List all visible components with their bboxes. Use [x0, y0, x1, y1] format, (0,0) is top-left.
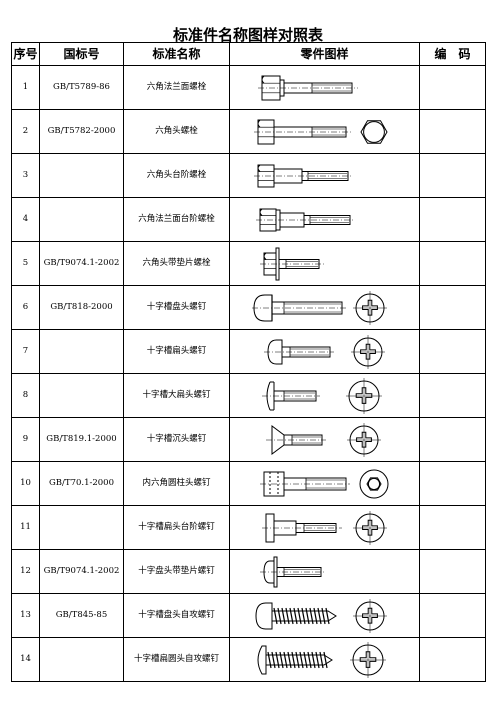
hex-washer-bolt-icon	[229, 241, 420, 286]
cell-std	[39, 637, 124, 682]
cell-std: GB/T9074.1-2002	[39, 241, 124, 286]
cell-name: 六角头台阶螺栓	[123, 153, 230, 198]
cell-no: 9	[11, 417, 40, 462]
cell-name: 十字槽扁圆头自攻螺钉	[123, 637, 230, 682]
cell-no: 2	[11, 109, 40, 154]
cell-no: 12	[11, 549, 40, 594]
table-row: 4 六角法兰面台阶螺栓	[11, 197, 486, 242]
cell-code	[419, 461, 486, 506]
cell-std: GB/T819.1-2000	[39, 417, 124, 462]
cell-std	[39, 329, 124, 374]
phillips-flat-head-screw-icon	[229, 329, 420, 374]
cell-std: GB/T818-2000	[39, 285, 124, 330]
phillips-pan-washer-screw-icon	[229, 549, 420, 594]
cell-code	[419, 109, 486, 154]
cell-no: 13	[11, 593, 40, 638]
hex-flange-bolt-icon	[229, 65, 420, 110]
cell-no: 5	[11, 241, 40, 286]
phillips-pan-tapping-screw-icon	[229, 593, 420, 638]
cell-name: 六角头带垫片螺栓	[123, 241, 230, 286]
cell-name: 十字槽盘头螺钉	[123, 285, 230, 330]
cell-std	[39, 153, 124, 198]
header-code: 编 码	[419, 42, 486, 66]
cell-no: 1	[11, 65, 40, 110]
cell-name: 十字槽扁头台阶螺钉	[123, 505, 230, 550]
phillips-pan-screw-icon	[229, 285, 420, 330]
cell-name: 十字槽大扁头螺钉	[123, 373, 230, 418]
cell-std	[39, 197, 124, 242]
cell-code	[419, 197, 486, 242]
cell-name: 十字槽盘头自攻螺钉	[123, 593, 230, 638]
cell-no: 3	[11, 153, 40, 198]
cell-name: 十字盘头带垫片螺钉	[123, 549, 230, 594]
cell-no: 4	[11, 197, 40, 242]
hex-socket-cap-screw-icon	[229, 461, 420, 506]
cell-std: GB/T9074.1-2002	[39, 549, 124, 594]
cell-no: 14	[11, 637, 40, 682]
table-row: 11 十字槽扁头台阶螺钉	[11, 505, 486, 550]
page-title: 标准件名称图样对照表	[172, 26, 323, 44]
cell-std: GB/T845-85	[39, 593, 124, 638]
cell-no: 7	[11, 329, 40, 374]
table-row: 3 六角头台阶螺栓	[11, 153, 486, 198]
cell-name: 内六角圆柱头螺钉	[123, 461, 230, 506]
cell-no: 10	[11, 461, 40, 506]
cell-std: GB/T70.1-2000	[39, 461, 124, 506]
header-std: 国标号	[39, 42, 124, 66]
cell-code	[419, 417, 486, 462]
table-row: 14 十字槽扁圆头自攻螺钉	[11, 637, 486, 682]
hex-flange-shoulder-bolt-icon	[229, 197, 420, 242]
phillips-flat-shoulder-screw-icon	[229, 505, 420, 550]
cell-name: 十字槽沉头螺钉	[123, 417, 230, 462]
cell-no: 11	[11, 505, 40, 550]
cell-code	[419, 285, 486, 330]
cell-code	[419, 505, 486, 550]
cell-name: 六角头螺栓	[123, 109, 230, 154]
cell-code	[419, 549, 486, 594]
hex-shoulder-bolt-icon	[229, 153, 420, 198]
header-name: 标准名称	[123, 42, 230, 66]
cell-code	[419, 241, 486, 286]
table-row: 7 十字槽扁头螺钉	[11, 329, 486, 374]
phillips-countersunk-screw-icon	[229, 417, 420, 462]
header-no: 序号	[11, 42, 40, 66]
cell-std	[39, 505, 124, 550]
table-header-row: 序号 国标号 标准名称 零件图样 编 码	[11, 42, 486, 66]
cell-code	[419, 593, 486, 638]
phillips-truss-tapping-screw-icon	[229, 637, 420, 682]
cell-std	[39, 373, 124, 418]
cell-code	[419, 373, 486, 418]
cell-code	[419, 329, 486, 374]
cell-name: 六角法兰面螺栓	[123, 65, 230, 110]
cell-std: GB/T5789-86	[39, 65, 124, 110]
cell-name: 六角法兰面台阶螺栓	[123, 197, 230, 242]
cell-code	[419, 637, 486, 682]
cell-name: 十字槽扁头螺钉	[123, 329, 230, 374]
header-drawing: 零件图样	[229, 42, 420, 66]
phillips-large-flat-screw-icon	[229, 373, 420, 418]
hex-bolt-icon	[229, 109, 420, 154]
cell-code	[419, 153, 486, 198]
cell-code	[419, 65, 486, 110]
cell-no: 8	[11, 373, 40, 418]
table-row: 8 十字槽大扁头螺钉	[11, 373, 486, 418]
cell-no: 6	[11, 285, 40, 330]
cell-std: GB/T5782-2000	[39, 109, 124, 154]
